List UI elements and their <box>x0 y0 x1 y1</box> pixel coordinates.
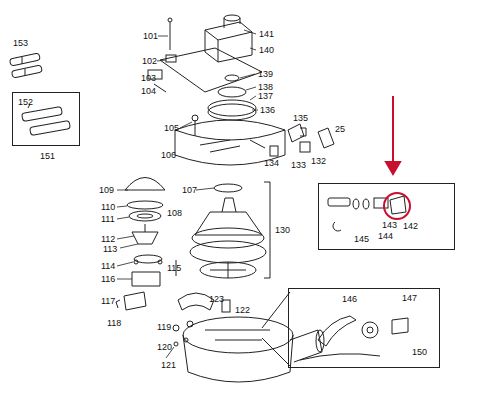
callout-number: 104 <box>140 86 157 96</box>
inset-box: 152151 <box>12 92 80 146</box>
zoom-line <box>262 292 290 328</box>
dome-and-piston <box>116 178 176 311</box>
callout-number: 117 <box>100 296 116 306</box>
callout-number: 140 <box>258 45 275 55</box>
callout-number: 118 <box>106 318 122 328</box>
callout-number: 106 <box>160 150 177 160</box>
bypass-tubes <box>22 104 71 135</box>
callout-number: 111 <box>100 214 116 224</box>
inset-box: 142 143144 145 <box>318 183 455 250</box>
callout-number: 121 <box>160 360 177 370</box>
drive-parts <box>270 124 334 156</box>
callout-number: 152 <box>17 97 34 107</box>
tube-pair <box>9 53 42 78</box>
callout-number: 130 <box>274 225 291 235</box>
top-plate <box>148 18 262 92</box>
callout-number: 123 <box>208 294 225 304</box>
callout-number: 115 <box>166 263 182 273</box>
callout-number: 113 <box>102 244 118 254</box>
callout-number: 119 <box>156 322 172 332</box>
callout-number: 108 <box>166 208 183 218</box>
gears <box>208 75 256 120</box>
callout-number: 141 <box>258 29 275 39</box>
callout-number: 110 <box>100 202 116 212</box>
callout-number: 151 <box>39 151 56 161</box>
valve-body <box>173 293 324 382</box>
callout-number: 153 <box>12 38 29 48</box>
callout-number: 138 <box>257 82 274 92</box>
highlight <box>384 96 410 219</box>
callout-number: 116 <box>100 274 116 284</box>
callout-number: 112 <box>100 234 116 244</box>
callout-number: 134 <box>263 158 280 168</box>
zoom-line <box>262 338 290 366</box>
callout-number: 136 <box>259 105 276 115</box>
callout-number: 103 <box>140 73 157 83</box>
callout-number: 102 <box>141 56 158 66</box>
inset-box: 146 147 150 <box>288 288 440 368</box>
valve-disc-assembly <box>190 182 270 278</box>
callout-number: 133 <box>290 160 307 170</box>
callout-number: 145 <box>353 234 370 244</box>
callout-number: 122 <box>234 305 251 315</box>
callout-number: 137 <box>257 91 274 101</box>
leader-lines <box>117 30 258 358</box>
callout-number: 139 <box>257 69 274 79</box>
callout-number: 147 <box>401 293 418 303</box>
callout-number: 142 <box>402 221 419 231</box>
callout-number: 144 <box>377 231 394 241</box>
callout-number: 143 <box>381 220 398 230</box>
callout-number: 107 <box>181 185 198 195</box>
callout-number: 132 <box>310 156 327 166</box>
valve-housing <box>175 115 285 165</box>
injector-parts <box>328 196 406 231</box>
callout-number: 135 <box>292 113 309 123</box>
callout-number: 101 <box>142 31 159 41</box>
callout-number: 114 <box>100 261 116 271</box>
magnified-parts <box>300 316 408 360</box>
callout-number: 105 <box>163 123 180 133</box>
callout-number: 25 <box>334 124 346 134</box>
callout-number: 150 <box>411 347 428 357</box>
callout-number: 120 <box>156 342 173 352</box>
callout-number: 109 <box>98 185 115 195</box>
callout-number: 146 <box>341 294 358 304</box>
